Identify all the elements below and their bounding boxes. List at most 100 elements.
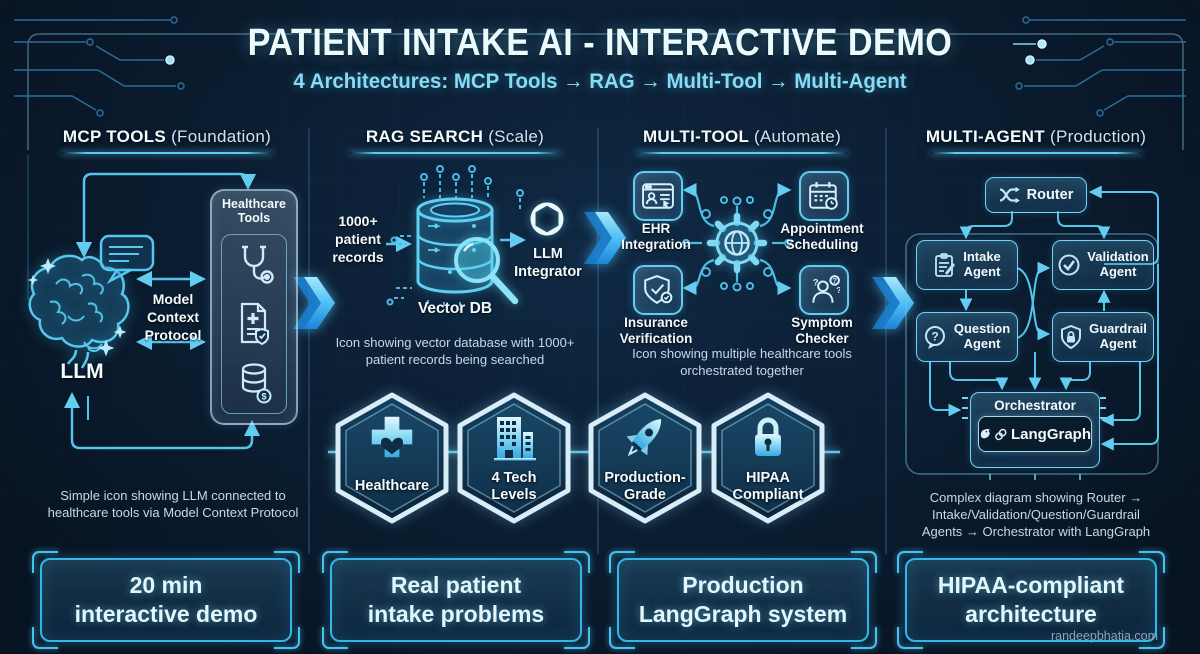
rocket-icon [626, 419, 662, 457]
gear-orchestration-icon [706, 212, 768, 274]
corner-bracket [564, 627, 590, 649]
shield-check-icon [644, 275, 673, 304]
column-title: MULTI-AGENT [925, 127, 1045, 146]
appointment-scheduling-label: Appointment Scheduling [763, 221, 881, 253]
agent-label-line: Intake [963, 249, 1001, 265]
caption-line: Intake/Validation/Question/Guardrail [932, 507, 1140, 523]
flow-chevron-arrows [293, 212, 914, 329]
flow-arrow-icon [584, 212, 626, 264]
column-header-mcp-tools: MCP TOOLS (Foundation) [34, 127, 300, 154]
cursor-icon [663, 200, 670, 209]
caption-line: Icon showing vector database with 1000+ [335, 335, 575, 350]
cta-hipaa-architecture-button[interactable]: HIPAA-compliant architecture [905, 558, 1157, 642]
agent-label-line: Question [953, 321, 1011, 337]
cta-line: Real patient [390, 572, 522, 599]
medical-document-icon [240, 302, 269, 346]
caption-line: patient records being searched [365, 352, 545, 368]
multi-agent-caption: Complex diagram showing Router → Intake/… [900, 489, 1172, 540]
agent-label-line: Agent [963, 336, 1001, 351]
cta-wrap: HIPAA-compliant architecture [897, 551, 1165, 649]
vector-db-label: Vector DB [417, 300, 493, 317]
mcp-caption: Simple icon showing LLM connected to hea… [28, 487, 318, 521]
ehr-icon [642, 183, 674, 209]
column-qualifier: (Production) [1049, 127, 1147, 146]
padlock-icon [755, 417, 781, 456]
frame-line [27, 33, 1184, 150]
tool-label-line: Appointment [780, 221, 864, 236]
records-line: patient [335, 231, 381, 248]
orchestration-web [682, 182, 792, 296]
watermark: randeepbhatia.com [1050, 629, 1158, 643]
multi-tool-caption: Icon showing multiple healthcare tools o… [607, 345, 877, 379]
tool-label-line: Integration [621, 236, 691, 252]
question-glyph: ? [813, 278, 819, 289]
page-title: PATIENT INTAKE AI - INTERACTIVE DEMO [247, 22, 953, 64]
orchestrator-label: Orchestrator [994, 398, 1076, 413]
appointment-scheduling-tile [799, 171, 849, 221]
cta-line: architecture [965, 601, 1097, 627]
cta-real-patient-problems-button[interactable]: Real patient intake problems [330, 558, 582, 642]
cta-20-min-demo-button[interactable]: 20 min interactive demo [40, 558, 292, 642]
agent-label-line: Validation [1087, 249, 1149, 265]
parrot-icon [980, 428, 990, 439]
healthcare-tools-panel: Healthcare Tools [210, 189, 298, 425]
symptom-checker-icon: ? ? ? [812, 275, 840, 303]
panel-title-line: Healthcare [222, 197, 286, 211]
circuit-traces-left [14, 16, 185, 300]
chat-bubble-icon [99, 234, 155, 285]
agent-label: Validation Agent [1087, 250, 1148, 279]
protocol-line: Context [146, 308, 200, 325]
insurance-verification-label: Insurance Verification [597, 315, 715, 347]
cta-line: interactive demo [74, 601, 258, 627]
rag-caption: Icon showing vector database with 1000+ … [315, 334, 595, 368]
clipboard-icon [935, 253, 956, 277]
openai-logo-icon [530, 202, 564, 236]
caption-line: Complex diagram showing Router → [929, 490, 1143, 505]
column-header-rag-search: RAG SEARCH (Scale) [322, 127, 588, 154]
tool-label-line: Scheduling [785, 236, 859, 252]
badge-label-line: HIPAA [745, 469, 791, 486]
corner-bracket [274, 627, 300, 649]
cta-production-langgraph-button[interactable]: Production LangGraph system [617, 558, 869, 642]
badge-label-line: Healthcare [354, 478, 430, 495]
cta-line: LangGraph system [638, 601, 848, 627]
cta-line: intake problems [367, 601, 545, 627]
corner-bracket [322, 627, 348, 649]
tool-label-line: Insurance [624, 315, 688, 330]
question-glyph: ? [836, 285, 840, 295]
column-title: MCP TOOLS [62, 127, 167, 146]
caption-line: Agents → Orchestrator with LangGraph [921, 524, 1151, 540]
panel-icon-box: $ [221, 234, 287, 414]
llm-integrator-label: LLM Integrator [502, 245, 594, 281]
records-line: records [332, 249, 384, 266]
ehr-integration-tile [633, 171, 683, 221]
question-bubble-icon: ? [924, 326, 945, 349]
web-nodes [682, 196, 792, 292]
chain-link-icon [995, 428, 1007, 440]
ehr-integration-label: EHR Integration [597, 221, 715, 253]
corner-bracket [897, 551, 923, 573]
badge-label: HIPAA Compliant [710, 462, 826, 512]
llm-label: LLM [60, 360, 104, 383]
corner-bracket [1139, 551, 1165, 573]
flow-arrow-icon [872, 277, 914, 329]
brain-icon [27, 254, 130, 369]
medical-cross-heart-icon [371, 416, 413, 458]
panel-title-line: Tools [237, 211, 271, 226]
corner-bracket [897, 627, 923, 649]
tool-label-line: Verification [619, 330, 693, 346]
agent-label: Guardrail Agent [1089, 322, 1147, 351]
dollar-glyph: $ [261, 392, 266, 402]
badge-healthcare: Healthcare [334, 392, 450, 524]
column-header-multi-agent: MULTI-AGENT (Production) [904, 127, 1168, 154]
orchestrator-node: Orchestrator LangGraph [970, 392, 1100, 468]
panel-title: Healthcare Tools [212, 197, 296, 226]
integrator-line: Integrator [514, 264, 582, 281]
patient-records-label: 1000+ patient records [322, 212, 394, 267]
cta-wrap: Real patient intake problems [322, 551, 590, 649]
symptom-checker-label: Symptom Checker [763, 315, 881, 347]
router-label: Router [1026, 187, 1074, 203]
column-qualifier: (Scale) [488, 127, 545, 146]
